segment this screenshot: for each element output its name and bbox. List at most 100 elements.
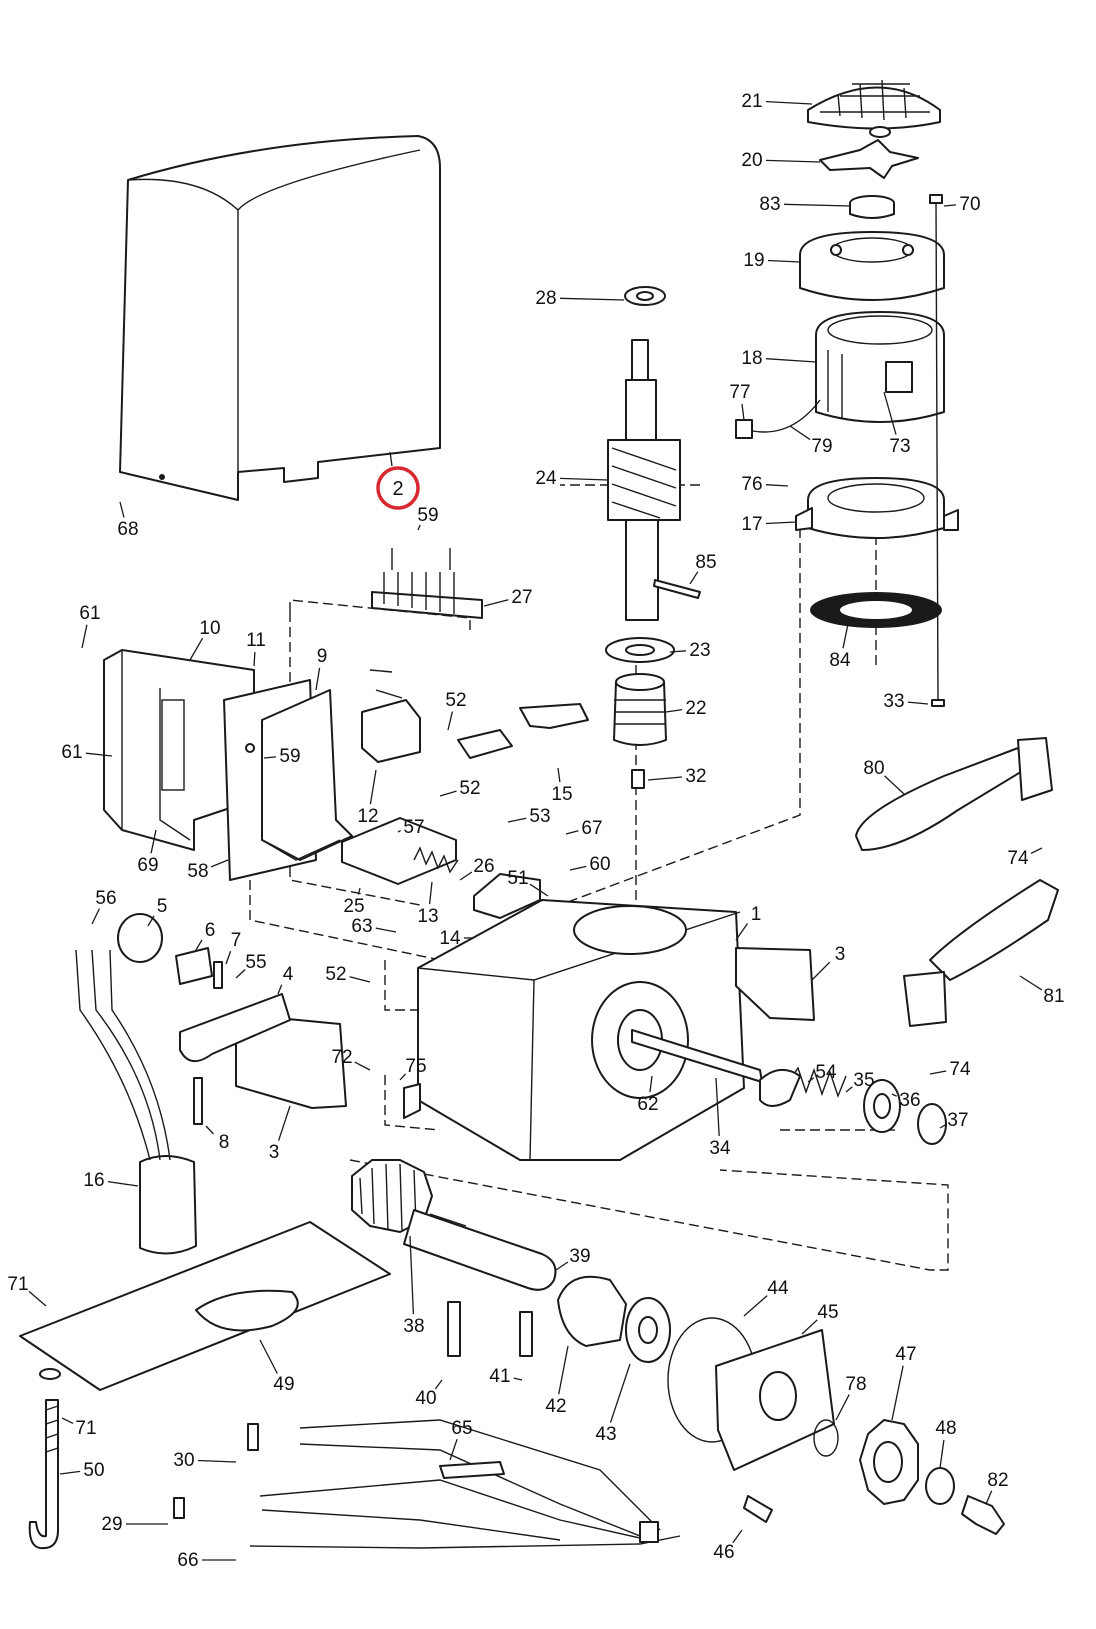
- release-lever-80-part: [855, 737, 1053, 851]
- callout-label-15: 15: [551, 784, 572, 805]
- leader-line-6: [195, 939, 203, 951]
- leader-line-23: [669, 650, 687, 653]
- leader-line-34: [715, 1077, 720, 1137]
- callout-label-18: 18: [741, 348, 762, 369]
- bracket-9-part: [261, 689, 353, 861]
- callout-label-21: 21: [741, 91, 762, 112]
- bearing-43-part: [625, 1297, 671, 1363]
- callout-label-4: 4: [283, 964, 294, 985]
- leader-line-62: [649, 1075, 653, 1093]
- callout-label-81: 81: [1043, 986, 1064, 1007]
- leader-line-58: [210, 859, 229, 868]
- leader-line-83: [783, 203, 851, 207]
- highlight-circle: [376, 466, 420, 510]
- leader-line-24: [559, 477, 609, 481]
- leader-line-36: [891, 1093, 897, 1097]
- leader-line-17: [765, 521, 797, 525]
- callout-label-35: 35: [853, 1070, 874, 1091]
- bearing-22-part: [613, 673, 667, 746]
- callout-label-67: 67: [581, 818, 602, 839]
- callout-label-23: 23: [689, 640, 710, 661]
- callout-label-14: 14: [439, 928, 461, 949]
- leader-line-74: [929, 1070, 947, 1075]
- callout-label-33: 33: [883, 691, 904, 712]
- leader-line-44: [743, 1295, 768, 1317]
- leader-line-72: [354, 1061, 371, 1071]
- leader-line-33: [907, 701, 929, 705]
- callout-label-68: 68: [117, 519, 138, 540]
- shaft-39-part: [403, 1209, 557, 1291]
- callout-label-69: 69: [137, 855, 158, 876]
- leader-line-46: [732, 1529, 743, 1544]
- leader-line-63: [375, 927, 397, 933]
- callout-label-11: 11: [246, 630, 266, 651]
- leader-line-1: [735, 923, 749, 941]
- capacitor-73-part: [735, 399, 821, 439]
- spring-35-part: [759, 1066, 847, 1107]
- callout-label-63: 63: [351, 916, 372, 937]
- plate-25-part: [341, 817, 457, 885]
- leader-line-30: [197, 1459, 237, 1463]
- lock-6-part: [175, 947, 213, 985]
- leader-line-55: [235, 969, 246, 979]
- key-41-part: [519, 1311, 533, 1357]
- callout-label-54: 54: [815, 1062, 837, 1083]
- callout-label-28: 28: [535, 288, 556, 309]
- leader-line-81: [1019, 975, 1043, 991]
- limit-switch-15-part: [457, 703, 589, 759]
- leader-line-39: [555, 1261, 569, 1271]
- leader-line-68: [119, 501, 125, 518]
- highlight-marker: 2: [376, 451, 420, 510]
- leader-line-32: [647, 776, 683, 781]
- leader-line-56: [91, 908, 100, 925]
- leader-line-82: [985, 1490, 993, 1505]
- callout-label-9: 9: [317, 646, 328, 667]
- callout-label-1: 1: [751, 904, 762, 925]
- washer-48-part: [925, 1467, 955, 1505]
- leader-line-25: [357, 887, 361, 895]
- callout-label-12: 12: [357, 806, 378, 827]
- callout-label-27: 27: [511, 587, 532, 608]
- callout-label-8: 8: [219, 1132, 230, 1153]
- callout-label-24: 24: [535, 468, 557, 489]
- callout-label-74: 74: [949, 1059, 971, 1080]
- callout-label-6: 6: [205, 920, 216, 941]
- callout-label-20: 20: [741, 150, 762, 171]
- pin-8-part: [193, 1077, 203, 1125]
- leader-line-8: [205, 1125, 214, 1135]
- leader-line-70: [943, 204, 957, 207]
- leader-line-57: [397, 830, 401, 833]
- callout-label-74: 74: [1007, 848, 1029, 869]
- leader-line-49: [259, 1339, 278, 1374]
- leader-line-51: [529, 883, 549, 897]
- callout-label-52: 52: [459, 778, 480, 799]
- callout-label-85: 85: [695, 552, 716, 573]
- base-plate-49-part: [19, 1221, 391, 1391]
- callout-label-26: 26: [473, 856, 494, 877]
- callout-label-49: 49: [273, 1374, 294, 1395]
- callout-label-73: 73: [889, 436, 910, 457]
- callout-label-66: 66: [177, 1550, 198, 1571]
- leader-line-45: [801, 1319, 818, 1335]
- screw-46-part: [743, 1495, 773, 1523]
- highlighted-part-label: 2: [392, 478, 403, 500]
- tie-rod-33-part: [929, 194, 945, 707]
- connectors-29-30-part: [173, 1423, 259, 1519]
- leader-line-59: [263, 756, 277, 759]
- callout-label-25: 25: [343, 896, 364, 917]
- leader-line-84: [842, 623, 849, 649]
- callout-label-46: 46: [713, 1542, 734, 1563]
- anchor-bolt-50-part: [28, 1368, 61, 1550]
- callout-label-43: 43: [595, 1424, 616, 1445]
- fan-cover-part: [807, 79, 941, 138]
- bearing-36-part: [863, 1079, 901, 1133]
- leader-line-22: [665, 708, 683, 713]
- leader-line-40: [434, 1379, 443, 1390]
- callout-label-5: 5: [157, 896, 168, 917]
- leader-line-19: [767, 259, 801, 263]
- callout-label-48: 48: [935, 1418, 956, 1439]
- leader-line-53: [507, 817, 527, 823]
- callout-label-10: 10: [199, 618, 220, 639]
- leader-line-13: [428, 881, 433, 905]
- cover-part: [119, 135, 441, 501]
